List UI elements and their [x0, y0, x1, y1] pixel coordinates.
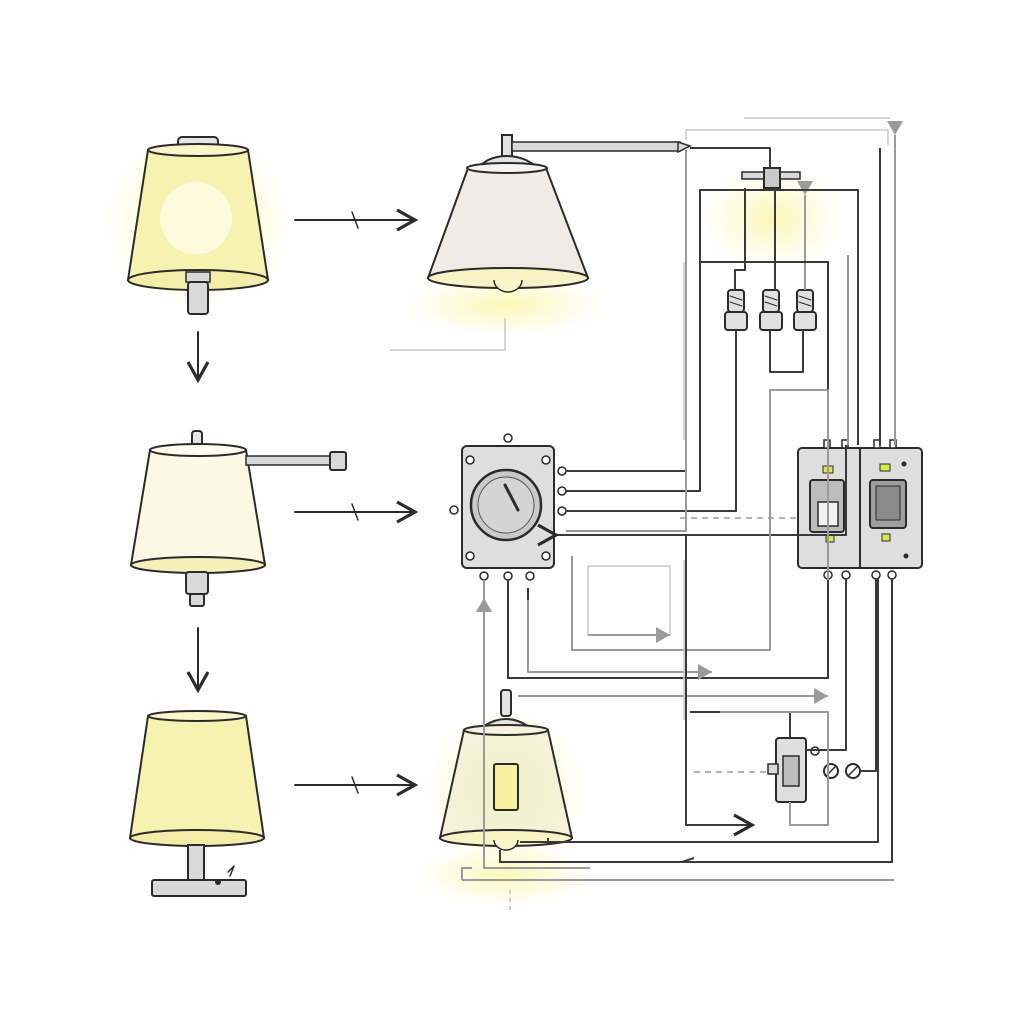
- arrow-right-3: [294, 773, 419, 797]
- breaker-module-2: [869, 461, 909, 559]
- lamp-3-table: [128, 710, 266, 897]
- wire-connector-1: [724, 289, 748, 331]
- lamp-2-wall-arm: [129, 430, 347, 607]
- inline-switch: [767, 737, 861, 803]
- arrow-right-2: [294, 500, 419, 524]
- pendant-lamp: [390, 134, 692, 351]
- wiring: [461, 117, 903, 910]
- lantern-lamp: [416, 689, 596, 905]
- wire-connectors: [724, 289, 817, 331]
- arrow-right-1: [294, 208, 419, 232]
- rotary-dimmer-box: [449, 433, 567, 581]
- wire-connector-3: [793, 289, 817, 331]
- ceiling-fixture: [703, 167, 843, 268]
- lamp-1-glowing-shade: [103, 135, 293, 315]
- wire-connector-2: [759, 289, 783, 331]
- breaker-panel: [797, 439, 923, 580]
